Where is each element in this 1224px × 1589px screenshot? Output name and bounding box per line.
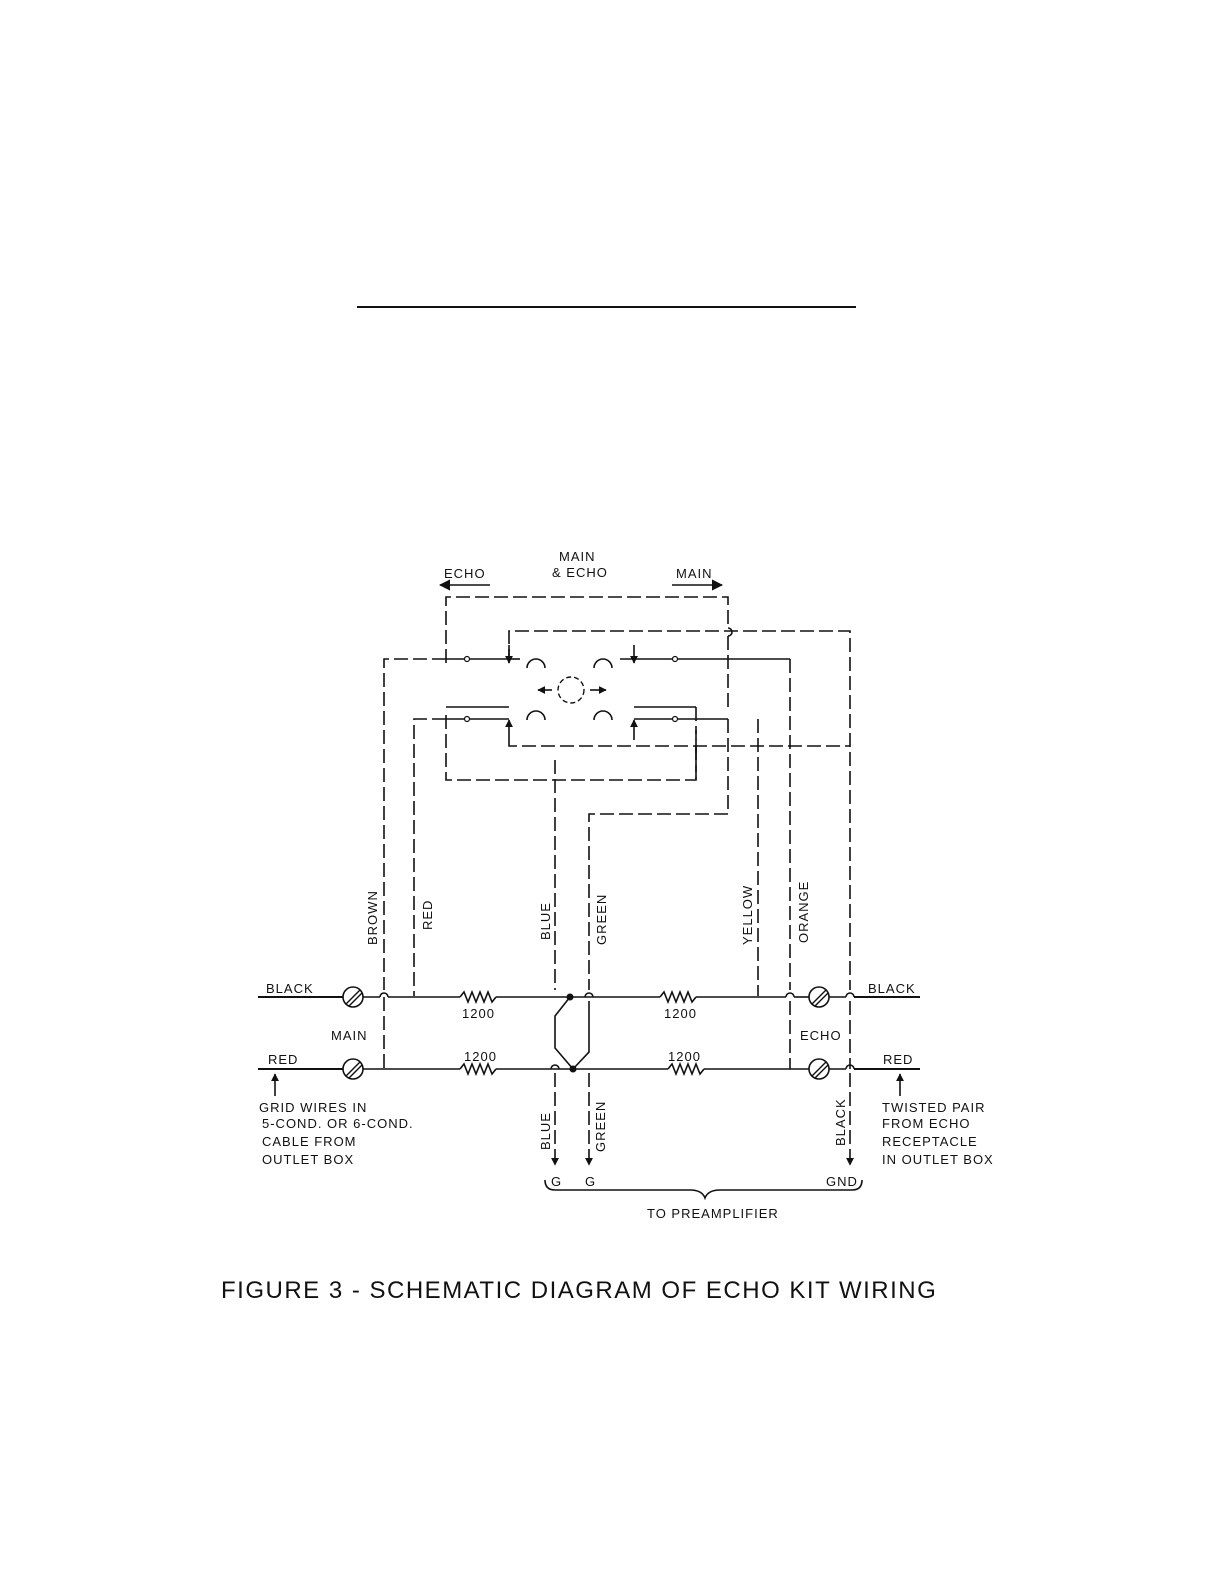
grid-note-3: CABLE FROM [262, 1134, 357, 1149]
switch-label-main-echo-1: MAIN [559, 549, 596, 564]
wire-label-green-out: GREEN [593, 1101, 608, 1152]
twisted-note-3: RECEPTACLE [882, 1134, 978, 1149]
label-right-black: BLACK [868, 981, 916, 996]
output-gnd: GND [826, 1174, 858, 1189]
preamp-label: TO PREAMPLIFIER [647, 1206, 779, 1221]
wire-label-red: RED [420, 900, 435, 930]
label-echo: ECHO [800, 1028, 842, 1043]
grid-note-1: GRID WIRES IN [259, 1100, 367, 1115]
rotary-switch [384, 597, 850, 996]
label-main: MAIN [331, 1028, 368, 1043]
grid-note-2: 5-COND. OR 6-COND. [262, 1116, 414, 1131]
wire-label-yellow: YELLOW [740, 885, 755, 945]
wire-label-blue-out: BLUE [538, 1112, 553, 1150]
resistor-label-bottom-right: 1200 [668, 1049, 701, 1064]
switch-label-echo: ECHO [444, 566, 486, 581]
switch-label-main: MAIN [676, 566, 713, 581]
figure-caption: FIGURE 3 - SCHEMATIC DIAGRAM OF ECHO KIT… [221, 1277, 937, 1304]
resistor-label-bottom-left: 1200 [464, 1049, 497, 1064]
switch-label-main-echo-2: & ECHO [552, 565, 608, 580]
resistor-label-top-right: 1200 [664, 1006, 697, 1021]
output-g1: G [551, 1174, 562, 1189]
wire-label-green: GREEN [594, 894, 609, 945]
label-left-black: BLACK [266, 981, 314, 996]
output-g2: G [585, 1174, 596, 1189]
resistor-label-top-left: 1200 [462, 1006, 495, 1021]
twisted-note-1: TWISTED PAIR [882, 1100, 985, 1115]
label-right-red: RED [883, 1052, 913, 1067]
wire-label-orange: ORANGE [796, 881, 811, 943]
twisted-note-2: FROM ECHO [882, 1116, 970, 1131]
label-left-red: RED [268, 1052, 298, 1067]
twisted-note-4: IN OUTLET BOX [882, 1152, 994, 1167]
grid-note-4: OUTLET BOX [262, 1152, 354, 1167]
wire-label-blue: BLUE [538, 902, 553, 940]
wire-label-black-out: BLACK [833, 1098, 848, 1146]
wire-label-brown: BROWN [365, 890, 380, 945]
cross-wiring [384, 997, 850, 1165]
